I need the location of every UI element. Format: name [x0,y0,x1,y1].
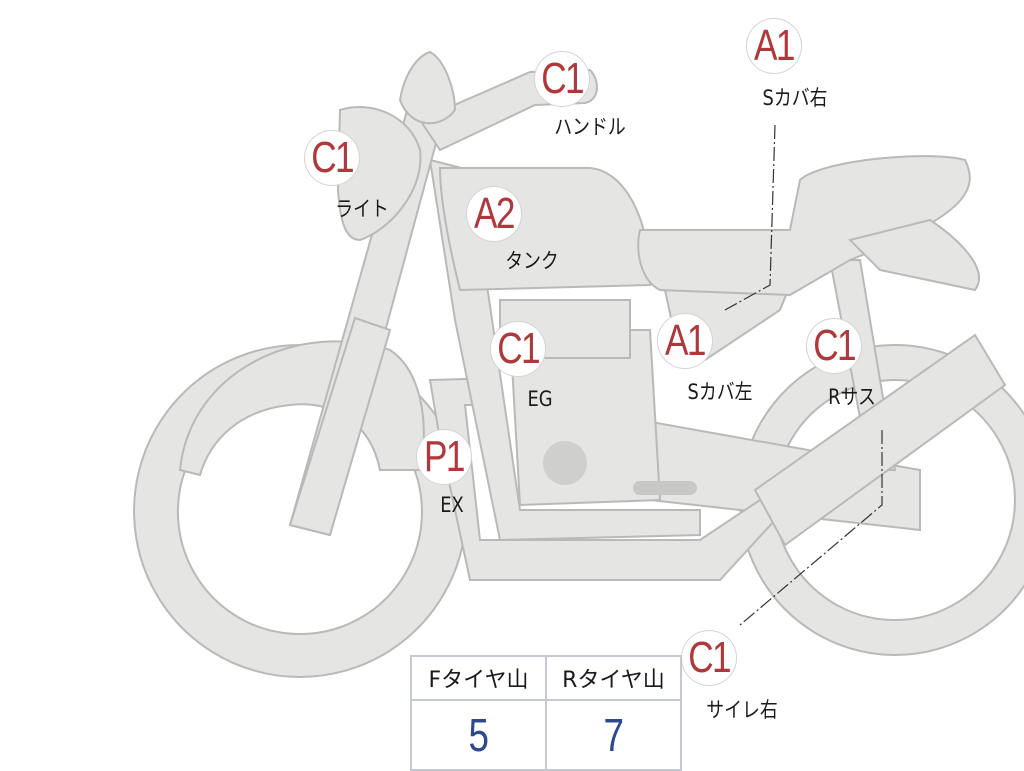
part-label: Rサス [828,385,876,409]
grade-badge-handlebar: C1 [534,51,590,107]
part-label: EG [527,387,553,411]
part-label: EX [440,493,464,517]
grade-badge-side-cover-right: A1 [746,18,802,74]
front-fender [178,340,425,477]
headlight [336,105,422,242]
part-label: ライト [335,197,389,221]
mirror [398,50,457,125]
grade-badge-tank: A2 [466,186,522,242]
grade-badge-engine: C1 [490,321,546,377]
muffler [753,333,1007,547]
part-label: Sカバ左 [687,380,753,404]
leader-line [739,430,883,626]
engine-cover [543,441,587,485]
fork-cover [288,316,392,537]
grade-badge-silencer-right: C1 [681,630,737,686]
grade-badge-side-cover-left: A1 [657,313,713,369]
tire-tread-table: Fタイヤ山 Rタイヤ山 5 7 [410,655,682,771]
part-label: サイレ右 [706,698,778,722]
rear-tire-value: 7 [545,699,682,771]
part-label: Sカバ右 [762,86,828,110]
grade-badge-light: C1 [304,130,360,186]
front-tire-header: Fタイヤ山 [410,655,547,701]
leader-line [724,124,776,311]
tail [848,218,980,292]
grade-badge-exhaust: P1 [416,429,472,485]
front-tire-value: 5 [410,699,547,771]
grade-badge-rear-suspension: C1 [806,318,862,374]
rear-tire-header: Rタイヤ山 [545,655,682,701]
part-label: タンク [505,249,559,273]
seat [637,155,971,297]
rear-wheel [739,344,1024,656]
part-label: ハンドル [554,115,626,139]
